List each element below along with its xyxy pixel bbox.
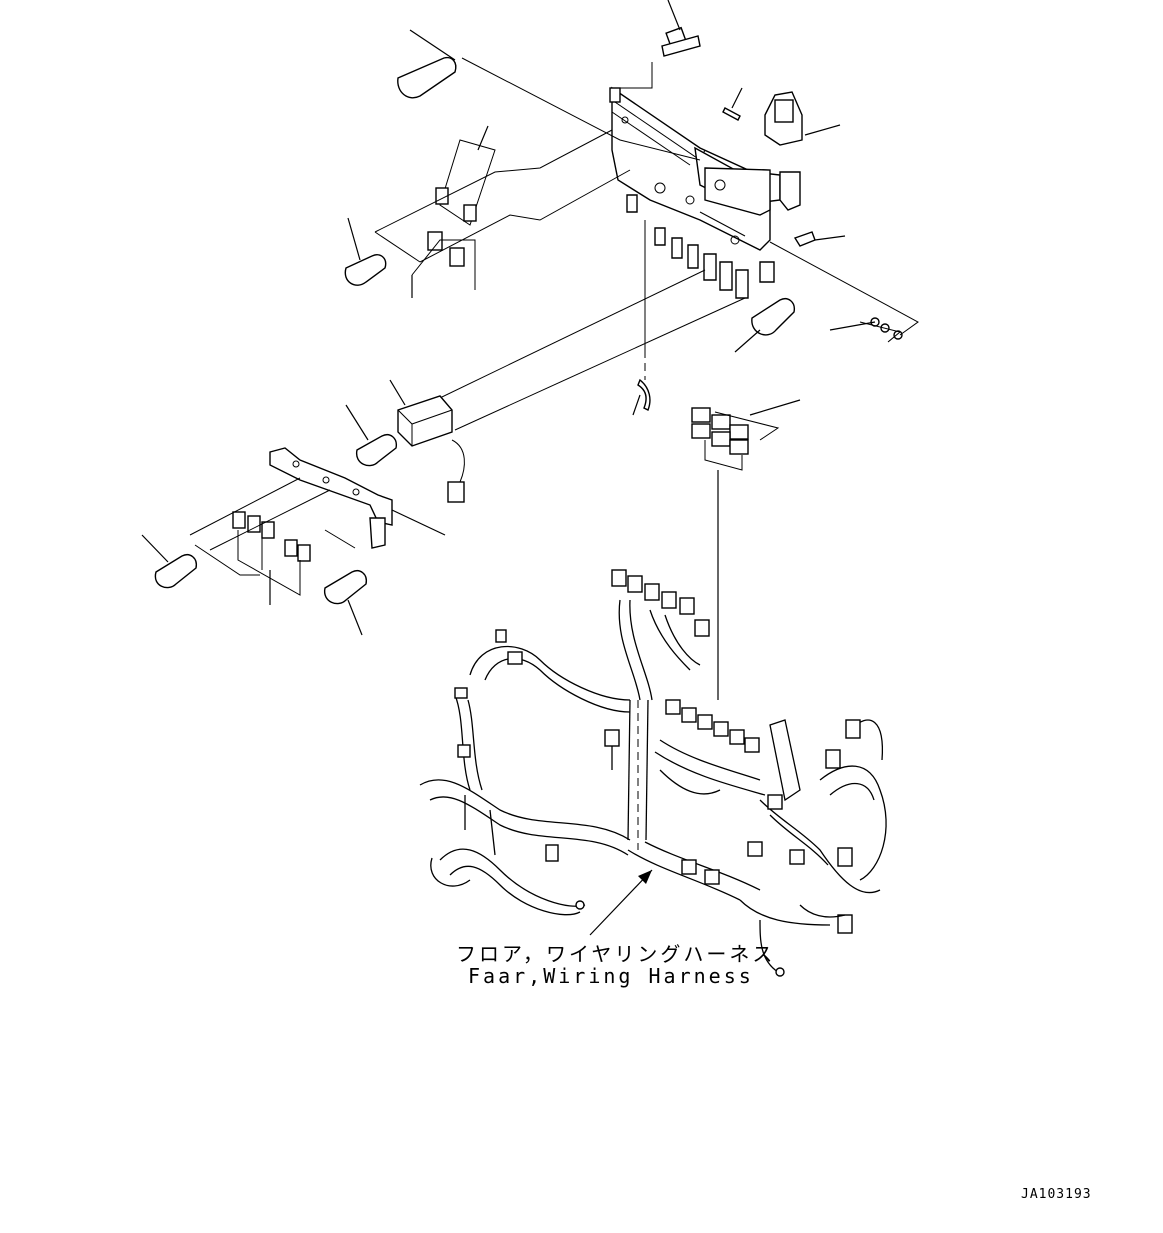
flasher-unit — [389, 379, 465, 503]
grommet — [632, 378, 651, 416]
floor-wiring-harness — [419, 569, 887, 977]
upper-relay-bracket — [609, 86, 801, 299]
long-bolt — [397, 29, 701, 161]
lower-relay-group — [691, 399, 801, 700]
bolt-lower-middle — [324, 570, 367, 636]
drawing-number: JA103193 — [1021, 1187, 1092, 1202]
caption-leader-arrow — [589, 869, 653, 936]
caption-japanese: フロア，ワイヤリングハーネス — [456, 942, 776, 966]
relay-switch — [764, 91, 841, 146]
clip — [793, 231, 846, 247]
bolt-flasher — [345, 404, 397, 467]
caption-english: Faar,Wiring Harness — [468, 964, 754, 988]
bolt-left-upper — [344, 217, 387, 286]
top-bolt — [612, 0, 701, 89]
bolt-right — [734, 298, 795, 353]
pin — [722, 87, 743, 121]
lower-bracket-relays — [189, 477, 356, 605]
upper-relay-group — [374, 125, 631, 298]
lower-bracket — [269, 447, 446, 549]
small-screws — [769, 241, 919, 343]
bolt-lower-left — [141, 534, 197, 589]
